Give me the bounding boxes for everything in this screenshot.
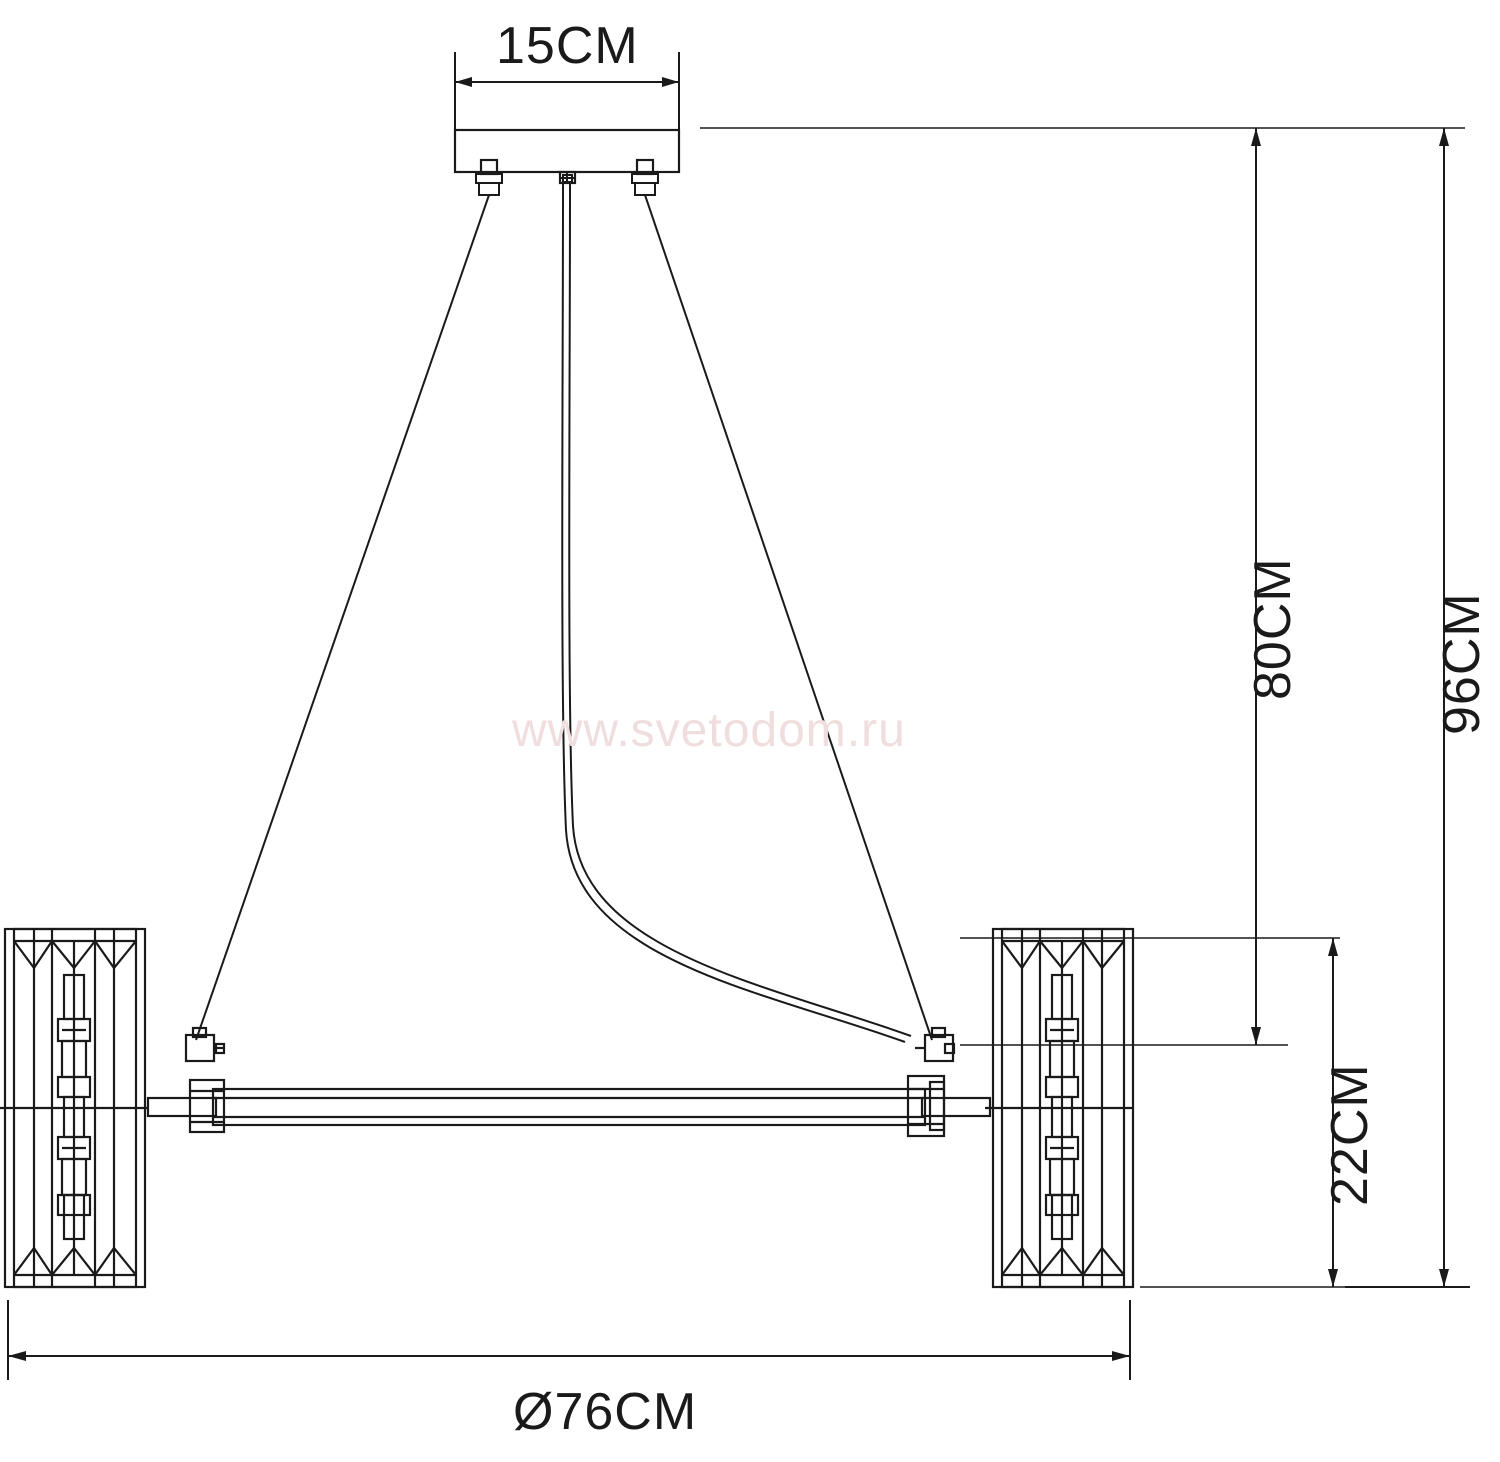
right-shade: [985, 927, 1135, 1289]
power-cord: [561, 183, 912, 1043]
dimension-76cm: [7, 1300, 1131, 1380]
dimension-96cm: [1345, 128, 1470, 1288]
right-cable-mount: [906, 1026, 956, 1138]
suspension-cables: [195, 194, 933, 1041]
dimension-label-80cm: 80CM: [1244, 557, 1302, 700]
dimension-label-96cm: 96CM: [1433, 592, 1491, 735]
horizontal-bar: [146, 1087, 992, 1127]
watermark: www.svetodom.ru: [512, 704, 906, 757]
dimension-extension-lines: [700, 127, 1465, 1288]
dimension-label-22cm: 22CM: [1321, 1063, 1379, 1206]
dimension-22cm: [1328, 938, 1338, 1287]
dimension-label-15cm: 15CM: [496, 17, 639, 75]
left-cable-mount: [184, 1026, 226, 1134]
dimension-label-76cm: Ø76CM: [513, 1383, 698, 1441]
dimension-15cm: [454, 52, 680, 130]
dimension-80cm: [1251, 128, 1261, 1045]
left-shade: [0, 927, 148, 1289]
canopy-cable-grips: [475, 172, 659, 196]
